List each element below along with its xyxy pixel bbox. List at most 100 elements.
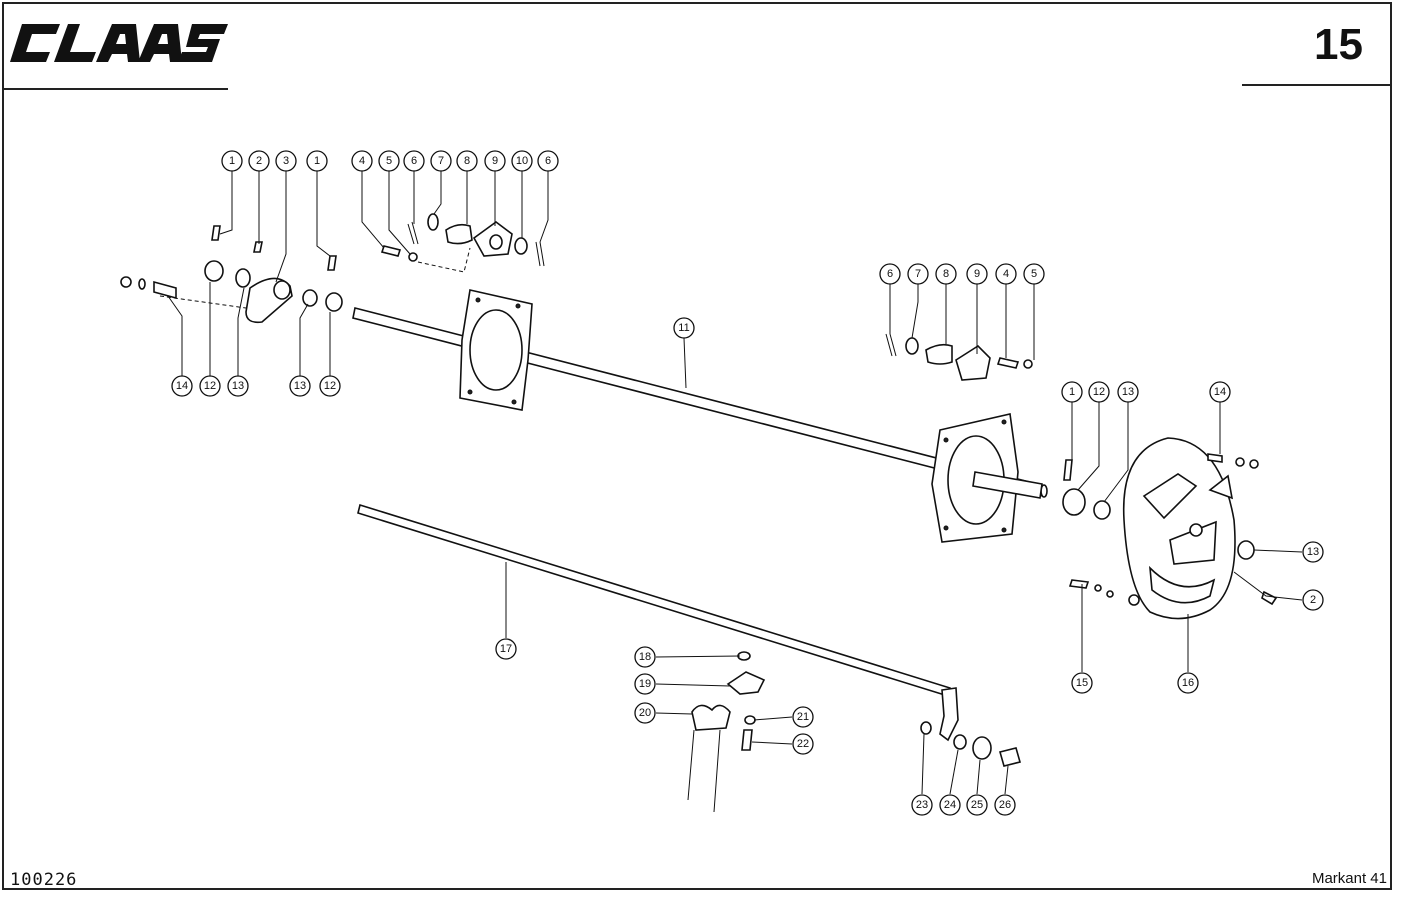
svg-text:6: 6 bbox=[411, 155, 417, 167]
svg-text:7: 7 bbox=[438, 155, 444, 167]
callout-8: 8 bbox=[456, 150, 478, 172]
svg-text:3: 3 bbox=[283, 155, 289, 167]
callout-26: 26 bbox=[994, 794, 1016, 816]
callout-16: 16 bbox=[1177, 672, 1199, 694]
callout-4b: 4 bbox=[995, 263, 1017, 285]
callout-19: 19 bbox=[634, 673, 656, 695]
svg-text:11: 11 bbox=[678, 322, 689, 334]
svg-text:20: 20 bbox=[639, 707, 651, 719]
svg-text:2: 2 bbox=[256, 155, 262, 167]
right-bearing-group bbox=[885, 333, 1033, 381]
callout-14b: 14 bbox=[1209, 381, 1231, 403]
callout-12: 12 bbox=[199, 375, 221, 397]
svg-text:1: 1 bbox=[229, 155, 235, 167]
callout-22: 22 bbox=[792, 733, 814, 755]
callout-13: 13 bbox=[227, 375, 249, 397]
svg-text:10: 10 bbox=[516, 155, 528, 167]
svg-text:12: 12 bbox=[1093, 386, 1105, 398]
svg-text:16: 16 bbox=[1182, 677, 1194, 689]
svg-text:24: 24 bbox=[944, 799, 956, 811]
callout-5b: 5 bbox=[1023, 263, 1045, 285]
callout-9: 9 bbox=[484, 150, 506, 172]
svg-text:6: 6 bbox=[545, 155, 551, 167]
callout-5: 5 bbox=[378, 150, 400, 172]
svg-text:25: 25 bbox=[971, 799, 983, 811]
svg-text:21: 21 bbox=[797, 711, 809, 723]
callout-6c: 6 bbox=[879, 263, 901, 285]
svg-text:13: 13 bbox=[294, 380, 306, 392]
callout-3: 3 bbox=[275, 150, 297, 172]
leader-lines bbox=[167, 170, 1303, 795]
svg-text:9: 9 bbox=[492, 155, 498, 167]
callout-6b: 6 bbox=[537, 150, 559, 172]
svg-text:4: 4 bbox=[359, 155, 365, 167]
header-rule-left bbox=[2, 88, 228, 90]
svg-text:17: 17 bbox=[500, 643, 512, 655]
svg-text:7: 7 bbox=[915, 268, 921, 280]
callout-12b: 12 bbox=[319, 375, 341, 397]
svg-text:9: 9 bbox=[974, 268, 980, 280]
svg-text:14: 14 bbox=[176, 380, 188, 392]
claas-logo bbox=[10, 24, 228, 62]
callout-4: 4 bbox=[351, 150, 373, 172]
callout-17: 17 bbox=[495, 638, 517, 660]
svg-text:13: 13 bbox=[1122, 386, 1134, 398]
callout-7: 7 bbox=[430, 150, 452, 172]
svg-text:1: 1 bbox=[314, 155, 320, 167]
callout-1c: 1 bbox=[1061, 381, 1083, 403]
callout-7b: 7 bbox=[907, 263, 929, 285]
svg-text:2: 2 bbox=[1310, 594, 1316, 606]
callout-6: 6 bbox=[403, 150, 425, 172]
callout-11: 11 bbox=[673, 317, 695, 339]
svg-text:6: 6 bbox=[887, 268, 893, 280]
document-number: 100226 bbox=[10, 870, 78, 890]
svg-text:12: 12 bbox=[324, 380, 336, 392]
cam-guard-16 bbox=[1068, 437, 1278, 620]
model-name: Markant 41 bbox=[1311, 870, 1387, 887]
tine-group bbox=[687, 651, 1021, 813]
svg-text:5: 5 bbox=[1031, 268, 1037, 280]
flange-plate-left bbox=[459, 289, 533, 411]
page-frame bbox=[2, 2, 1392, 890]
top-bearing-group bbox=[380, 213, 545, 273]
callout-1b: 1 bbox=[306, 150, 328, 172]
callout-20: 20 bbox=[634, 702, 656, 724]
callout-12c: 12 bbox=[1088, 381, 1110, 403]
svg-text:8: 8 bbox=[464, 155, 470, 167]
header-rule-right bbox=[1242, 84, 1392, 86]
svg-text:15: 15 bbox=[1076, 677, 1088, 689]
callout-1: 1 bbox=[221, 150, 243, 172]
callout-13d: 13 bbox=[1302, 541, 1324, 563]
callout-10: 10 bbox=[511, 150, 533, 172]
callout-9b: 9 bbox=[966, 263, 988, 285]
page-number: 15 bbox=[1314, 20, 1363, 69]
right-spacer-group bbox=[1062, 459, 1111, 520]
callout-14: 14 bbox=[171, 375, 193, 397]
callout-21: 21 bbox=[792, 706, 814, 728]
callout-23: 23 bbox=[911, 794, 933, 816]
svg-text:5: 5 bbox=[386, 155, 392, 167]
callout-25: 25 bbox=[966, 794, 988, 816]
callout-8b: 8 bbox=[935, 263, 957, 285]
svg-text:18: 18 bbox=[639, 651, 651, 663]
callout-13c: 13 bbox=[1117, 381, 1139, 403]
callout-2: 2 bbox=[248, 150, 270, 172]
svg-text:23: 23 bbox=[916, 799, 928, 811]
left-small-parts bbox=[120, 225, 343, 324]
callout-24: 24 bbox=[939, 794, 961, 816]
svg-text:8: 8 bbox=[943, 268, 949, 280]
svg-text:13: 13 bbox=[1307, 546, 1319, 558]
svg-text:14: 14 bbox=[1214, 386, 1226, 398]
svg-text:12: 12 bbox=[204, 380, 216, 392]
svg-text:1: 1 bbox=[1069, 386, 1075, 398]
callout-2b: 2 bbox=[1302, 589, 1324, 611]
svg-text:19: 19 bbox=[639, 678, 651, 690]
svg-text:4: 4 bbox=[1003, 268, 1009, 280]
callout-18: 18 bbox=[634, 646, 656, 668]
svg-text:22: 22 bbox=[797, 738, 809, 750]
callout-15: 15 bbox=[1071, 672, 1093, 694]
svg-text:13: 13 bbox=[232, 380, 244, 392]
tine-bar-17 bbox=[357, 503, 959, 742]
